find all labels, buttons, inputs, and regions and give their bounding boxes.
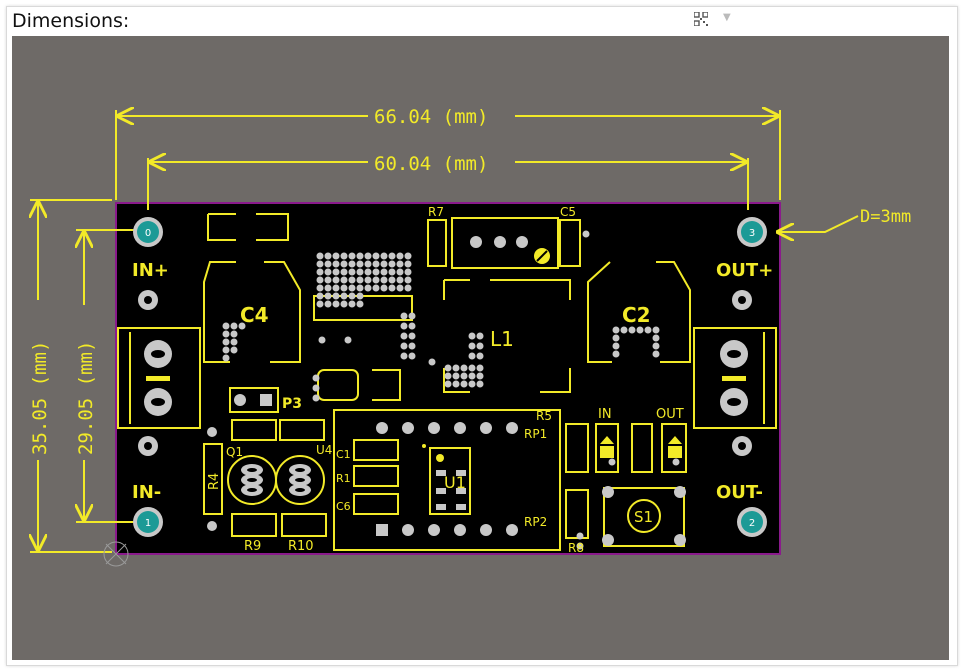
potentiometer-screw: [534, 248, 550, 264]
hole-diameter-label: D=3mm: [860, 207, 911, 227]
r7-label: R7: [428, 205, 444, 219]
transistor-q1: [241, 464, 263, 496]
dimensions-label: Dimensions:: [12, 10, 130, 32]
r5-label: R5: [536, 409, 552, 423]
out-led-label: OUT: [656, 407, 684, 422]
mounting-hole-0: 0: [133, 217, 163, 247]
outer-width-dimension: 66.04 (mm): [374, 106, 488, 128]
c2-label: C2: [622, 303, 651, 327]
terminal-pads: [138, 290, 752, 456]
outer-height-dimension: 35.05 (mm): [29, 341, 51, 455]
c4-label: C4: [240, 303, 269, 327]
chip-u1: [436, 454, 466, 510]
u1-label: U1: [444, 473, 466, 492]
silkscreen-outlines: [203, 213, 691, 551]
via-grid: [207, 230, 686, 550]
c6-label: C6: [336, 500, 351, 513]
mounting-hole-label: 0: [145, 228, 151, 239]
mounting-hole-3: 3: [737, 217, 767, 247]
pcb-drawing: 66.04 (mm) 60.04 (mm) 35.05 (mm) 29.05 (…: [29, 106, 911, 567]
r1-label: R1: [336, 472, 351, 485]
mounting-hole-2: 2: [737, 507, 767, 537]
u4-label: U4: [316, 443, 332, 457]
r8-label: R8: [568, 541, 584, 555]
c5-label: C5: [560, 205, 576, 219]
r4-label: R4: [207, 473, 222, 490]
in-plus-label: IN+: [132, 260, 169, 281]
mounting-hole-label: 3: [749, 228, 755, 239]
input-terminal-block: [117, 327, 201, 429]
r9-label: R9: [244, 539, 261, 554]
mounting-hole-label: 2: [749, 518, 755, 529]
s1-label: S1: [634, 508, 653, 526]
p3-label: P3: [282, 396, 302, 412]
chevron-down-icon[interactable]: ▼: [723, 12, 731, 23]
in-led-label: IN: [598, 407, 612, 422]
hole-width-dimension: 60.04 (mm): [374, 153, 488, 175]
led-indicators: [600, 436, 682, 458]
rp1-label: RP1: [524, 427, 547, 441]
out-minus-label: OUT-: [716, 482, 763, 503]
r10-label: R10: [288, 539, 314, 554]
hole-height-dimension: 29.05 (mm): [75, 341, 97, 455]
rp2-label: RP2: [524, 515, 547, 529]
pcb-canvas: 66.04 (mm) 60.04 (mm) 35.05 (mm) 29.05 (…: [12, 36, 949, 660]
in-minus-label: IN-: [132, 482, 161, 503]
regulator-u4: [289, 464, 311, 496]
qr-code-icon[interactable]: [694, 12, 708, 26]
l1-label: L1: [490, 327, 514, 351]
mounting-hole-1: 1: [133, 507, 163, 537]
out-plus-label: OUT+: [716, 260, 773, 281]
dimension-lines: [30, 110, 859, 567]
pin1-dot: [422, 444, 426, 448]
mounting-hole-label: 1: [145, 518, 151, 529]
output-terminal-block: [693, 327, 777, 429]
c1-label: C1: [336, 448, 351, 461]
q1-label: Q1: [226, 445, 243, 459]
